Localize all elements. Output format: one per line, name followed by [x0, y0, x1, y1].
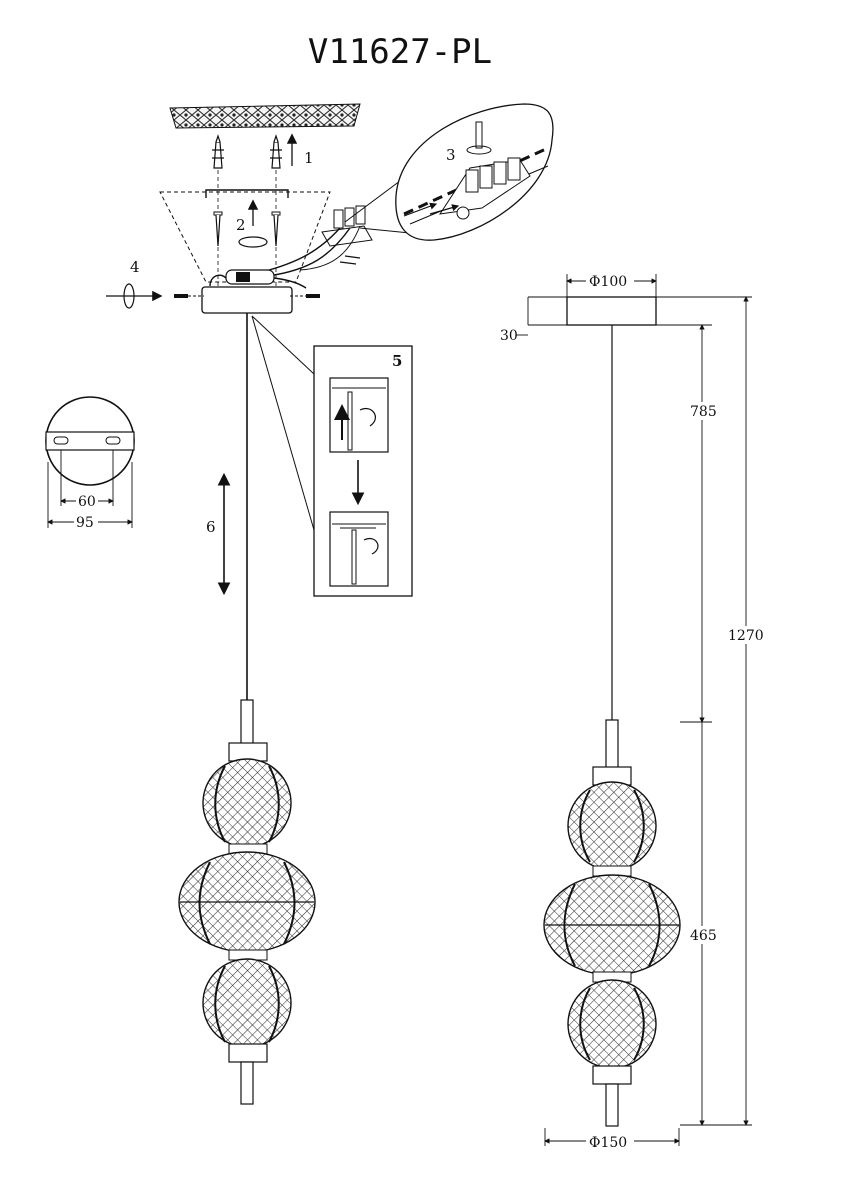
rotate-icon	[238, 236, 268, 248]
dim-body-diameter: Φ150	[589, 1135, 627, 1151]
screwdriver-icon	[475, 121, 483, 149]
step-label-1: 1	[304, 149, 314, 167]
terminal-block	[321, 205, 373, 247]
mount-plate-detail	[45, 396, 135, 528]
canopy	[201, 286, 293, 314]
ceiling-surface	[169, 103, 361, 129]
rotate-icon	[123, 283, 135, 309]
wall-plug-icon	[212, 134, 224, 169]
pendant-body-right	[543, 719, 681, 1127]
dim-body-height: 465	[690, 928, 717, 944]
step-label-5: 5	[392, 352, 402, 370]
screw-icon	[213, 211, 223, 247]
page-title: V11627-PL	[307, 32, 493, 72]
screw-icon	[271, 211, 281, 247]
mounting-zone	[159, 191, 331, 283]
step-label-6: 6	[206, 518, 216, 536]
dim-canopy-height: 30	[500, 328, 518, 344]
driver-unit	[209, 269, 307, 289]
supply-wire	[261, 227, 341, 273]
step-label-2: 2	[236, 216, 246, 234]
detail-5-box	[313, 345, 413, 597]
side-screw-icon	[174, 294, 204, 298]
side-screw-icon	[290, 294, 320, 298]
mounting-bracket	[205, 189, 289, 198]
step-label-3: 3	[446, 146, 456, 164]
dimension-lines	[516, 274, 752, 1146]
detail-3-magnifier	[344, 103, 554, 241]
mount-outer-dimension: 95	[76, 515, 94, 531]
mount-inner-dimension: 60	[78, 494, 96, 510]
dim-total-height: 1270	[728, 628, 764, 644]
dim-canopy-diameter: Φ100	[589, 274, 627, 290]
wall-plug-icon	[270, 134, 282, 169]
pendant-body-left	[178, 699, 316, 1105]
step-label-4: 4	[130, 258, 140, 276]
dim-cable-length: 785	[690, 404, 717, 420]
canopy-side-view	[566, 296, 657, 326]
